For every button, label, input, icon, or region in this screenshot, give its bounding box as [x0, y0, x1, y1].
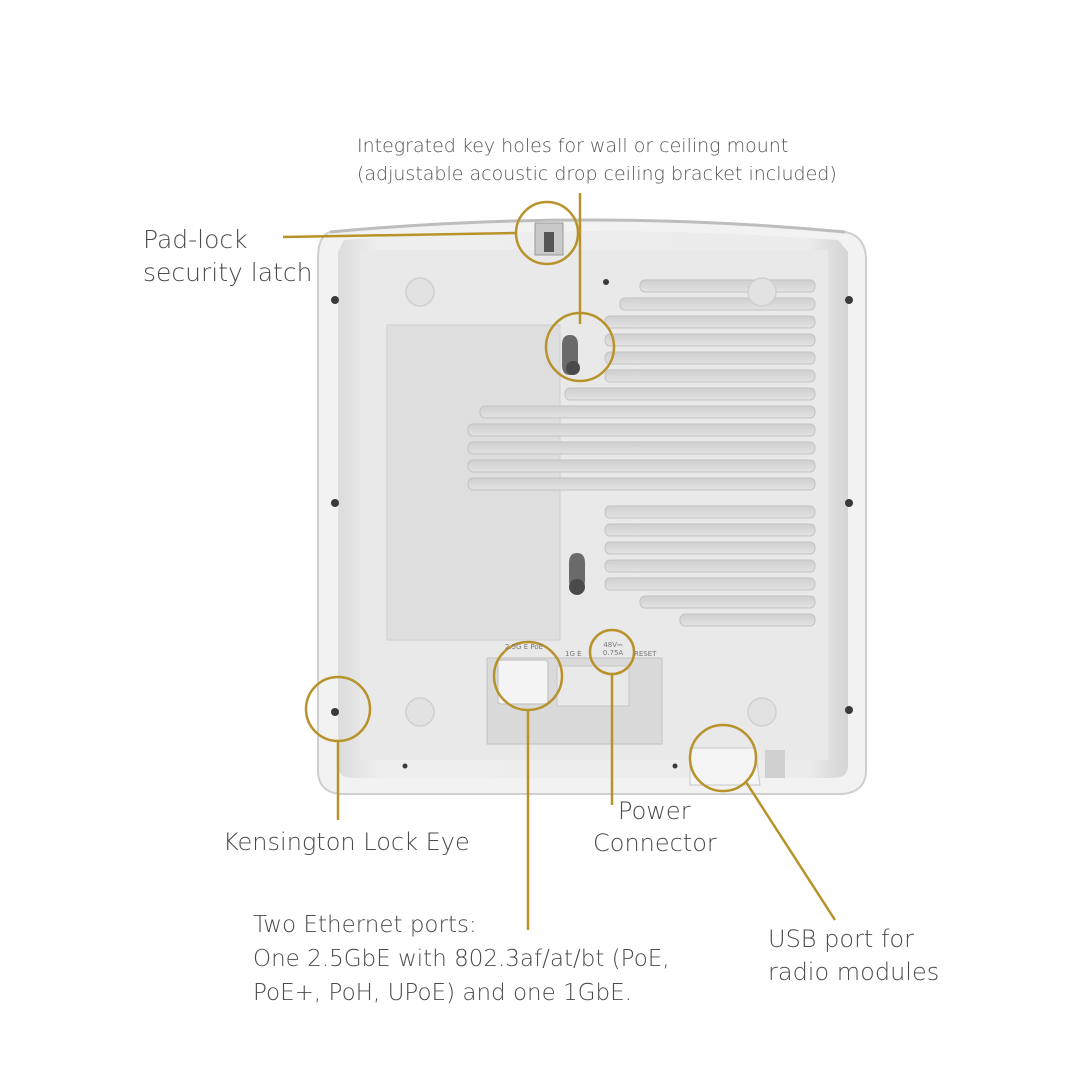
poe-port-label-line: 2.5G E	[505, 643, 528, 651]
usb-callout-line: USB port for	[768, 923, 939, 956]
ethernet-callout-line: One 2.5GbE with 802.3af/at/bt (PoE,	[253, 942, 670, 976]
keyholes-callout-line: (adjustable acoustic drop ceiling bracke…	[357, 160, 837, 188]
kensington-callout: Kensington Lock Eye	[223, 827, 470, 857]
keyholes-callout: Integrated key holes for wall or ceiling…	[357, 132, 837, 188]
padlock-latch	[535, 223, 563, 255]
padlock-callout-line: security latch	[143, 256, 312, 289]
usb-callout: USB port for radio modules	[768, 923, 939, 989]
ethernet-callout: Two Ethernet ports: One 2.5GbE with 802.…	[253, 908, 670, 1010]
usb-callout-line: radio modules	[768, 956, 939, 989]
keyholes-callout-line: Integrated key holes for wall or ceiling…	[357, 132, 837, 160]
power-callout: Power Connector	[593, 795, 717, 859]
gbe-port-label: 1G E	[565, 650, 582, 658]
padlock-callout: Pad-lock security latch	[143, 223, 312, 289]
power-rating-line: 0.75A	[603, 649, 623, 657]
poe-port	[498, 660, 548, 704]
reset-label: RESET	[634, 650, 656, 658]
ethernet-callout-line: Two Ethernet ports:	[253, 908, 670, 942]
power-rating-line: 48V⎓	[603, 641, 622, 649]
power-callout-line: Connector	[593, 827, 717, 859]
poe-port-label: 2.5G E PoE	[504, 643, 544, 651]
ethernet-callout-line: PoE+, PoH, UPoE) and one 1GbE.	[253, 976, 670, 1010]
power-rating-label: 48V⎓ 0.75A	[597, 641, 629, 657]
poe-port-label-line: PoE	[530, 643, 543, 651]
padlock-callout-line: Pad-lock	[143, 223, 312, 256]
port-bay	[487, 658, 662, 744]
power-callout-line: Power	[593, 795, 717, 827]
